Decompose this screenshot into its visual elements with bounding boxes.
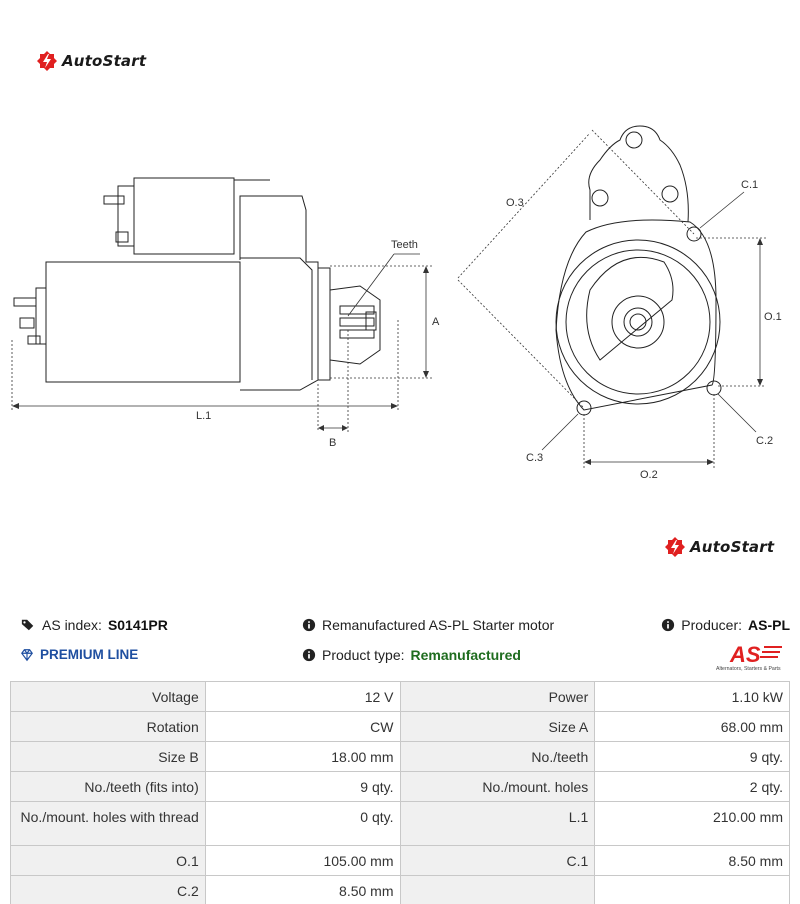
spec-value: 68.00 mm <box>594 711 790 742</box>
spec-value: 8.50 mm <box>594 845 790 876</box>
label-c1: C.1 <box>741 179 758 191</box>
description-text: Remanufactured AS-PL Starter motor <box>322 617 555 633</box>
spec-table: Voltage 12 V Power 1.10 kW Rotation CW S… <box>10 681 790 904</box>
table-row: C.2 8.50 mm <box>10 875 790 904</box>
autostart-logo-icon <box>665 537 685 557</box>
spec-value: CW <box>204 711 401 742</box>
spec-label: C.1 <box>399 845 596 876</box>
info-icon <box>302 648 316 662</box>
table-row: Size B 18.00 mm No./teeth 9 qty. <box>10 741 790 772</box>
product-type-value: Remanufactured <box>410 647 521 663</box>
info-icon <box>662 618 675 632</box>
producer: Producer: AS-PL <box>661 617 790 633</box>
spec-label: C.2 <box>10 875 206 904</box>
spec-label: O.1 <box>10 845 206 876</box>
spec-label: Rotation <box>10 711 206 742</box>
spec-label: No./teeth <box>399 741 596 772</box>
as-index-label: AS index: <box>42 617 102 633</box>
premium-line-text: PREMIUM LINE <box>40 647 139 662</box>
spec-value: 105.00 mm <box>204 845 401 876</box>
table-row: No./teeth (fits into) 9 qty. No./mount. … <box>10 771 790 802</box>
spec-label: Size A <box>399 711 596 742</box>
info-icon <box>302 618 316 632</box>
spec-value: 1.10 kW <box>594 681 790 712</box>
spec-value: 18.00 mm <box>204 741 401 772</box>
table-row: Voltage 12 V Power 1.10 kW <box>10 681 790 712</box>
table-row: O.1 105.00 mm C.1 8.50 mm <box>10 845 790 876</box>
as-pl-logo: AS Alternators, Starters & Parts <box>716 642 782 672</box>
product-type-label: Product type: <box>322 647 405 663</box>
label-a: A <box>432 316 440 328</box>
spec-value: 9 qty. <box>594 741 790 772</box>
product-description: Remanufactured AS-PL Starter motor <box>302 617 554 633</box>
spec-value <box>594 875 790 904</box>
spec-label: Size B <box>10 741 206 772</box>
spec-label: No./mount. holes with thread <box>10 801 206 846</box>
spec-label: Power <box>399 681 596 712</box>
spec-value: 8.50 mm <box>204 875 401 904</box>
producer-value: AS-PL <box>748 617 790 633</box>
spec-value: 9 qty. <box>204 771 401 802</box>
label-teeth: Teeth <box>391 239 418 251</box>
diamond-icon <box>21 648 33 661</box>
autostart-logo-text: AutoStart <box>62 52 147 70</box>
autostart-logo-icon <box>37 51 57 71</box>
label-b: B <box>329 437 336 449</box>
label-c2: C.2 <box>756 435 773 447</box>
as-index-value: S0141PR <box>107 617 168 633</box>
as-logo-text: AS <box>729 642 761 667</box>
spec-value: 210.00 mm <box>594 801 790 846</box>
technical-drawing: Teeth A L.1 B <box>11 125 782 480</box>
as-logo-caption: Alternators, Starters & Parts <box>716 666 781 672</box>
spec-label: L.1 <box>399 801 596 846</box>
autostart-logo: AutoStart <box>36 50 146 72</box>
table-row: No./mount. holes with thread 0 qty. L.1 … <box>10 801 790 846</box>
autostart-logo-text: AutoStart <box>690 538 775 556</box>
spec-value: 2 qty. <box>594 771 790 802</box>
product-info: AS index: S0141PR PREMIUM LINE Remanufac… <box>0 612 800 682</box>
tags-icon <box>21 619 34 631</box>
table-row: Rotation CW Size A 68.00 mm <box>10 711 790 742</box>
spec-value: 0 qty. <box>204 801 401 846</box>
product-type: Product type: Remanufactured <box>302 647 521 663</box>
as-index: AS index: S0141PR <box>20 617 168 633</box>
label-l1: L.1 <box>196 410 211 422</box>
label-o2: O.2 <box>640 469 658 480</box>
spec-label: Voltage <box>10 681 206 712</box>
label-o3: O.3 <box>506 197 524 209</box>
spec-value: 12 V <box>204 681 401 712</box>
label-o1: O.1 <box>764 311 782 323</box>
producer-label: Producer: <box>681 617 742 633</box>
spec-label <box>399 875 596 904</box>
premium-line-badge: PREMIUM LINE <box>20 647 138 662</box>
label-c3: C.3 <box>526 452 543 464</box>
spec-label: No./mount. holes <box>399 771 596 802</box>
spec-label: No./teeth (fits into) <box>10 771 206 802</box>
autostart-logo-secondary: AutoStart <box>664 536 774 558</box>
